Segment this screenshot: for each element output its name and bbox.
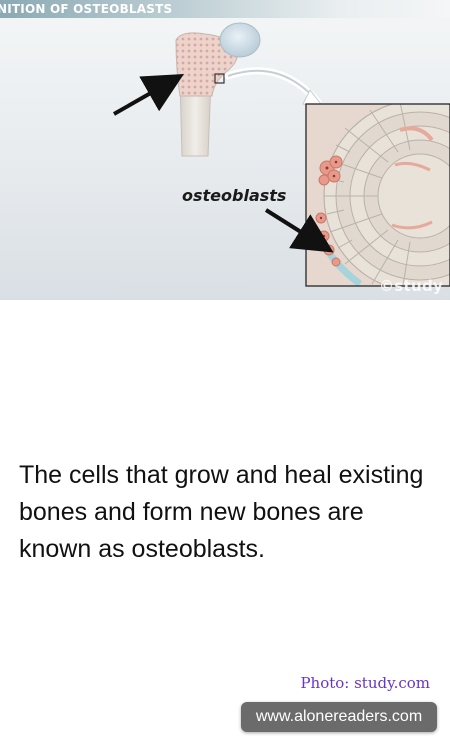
osteoblasts-label: osteoblasts — [182, 186, 287, 205]
zoom-square — [214, 73, 225, 84]
zoom-arrow — [224, 67, 322, 106]
caption-text: The cells that grow and heal existing bo… — [19, 461, 424, 563]
study-watermark: ©study — [379, 277, 444, 295]
pointer-arrow-left — [113, 74, 184, 116]
banner-title: NITION OF OSTEOBLASTS — [0, 2, 173, 16]
site-url-badge[interactable]: www.alonereaders.com — [241, 702, 437, 732]
femoral-head — [219, 22, 261, 58]
figure-banner: NITION OF OSTEOBLASTS — [0, 0, 450, 18]
pointer-arrow-osteoblasts — [264, 208, 334, 253]
photo-credit: Photo: study.com — [300, 674, 430, 692]
magnified-box — [305, 103, 450, 287]
bone-diagram — [113, 22, 450, 287]
osteoblast-illustration: NITION OF OSTEOBLASTS — [0, 0, 450, 300]
